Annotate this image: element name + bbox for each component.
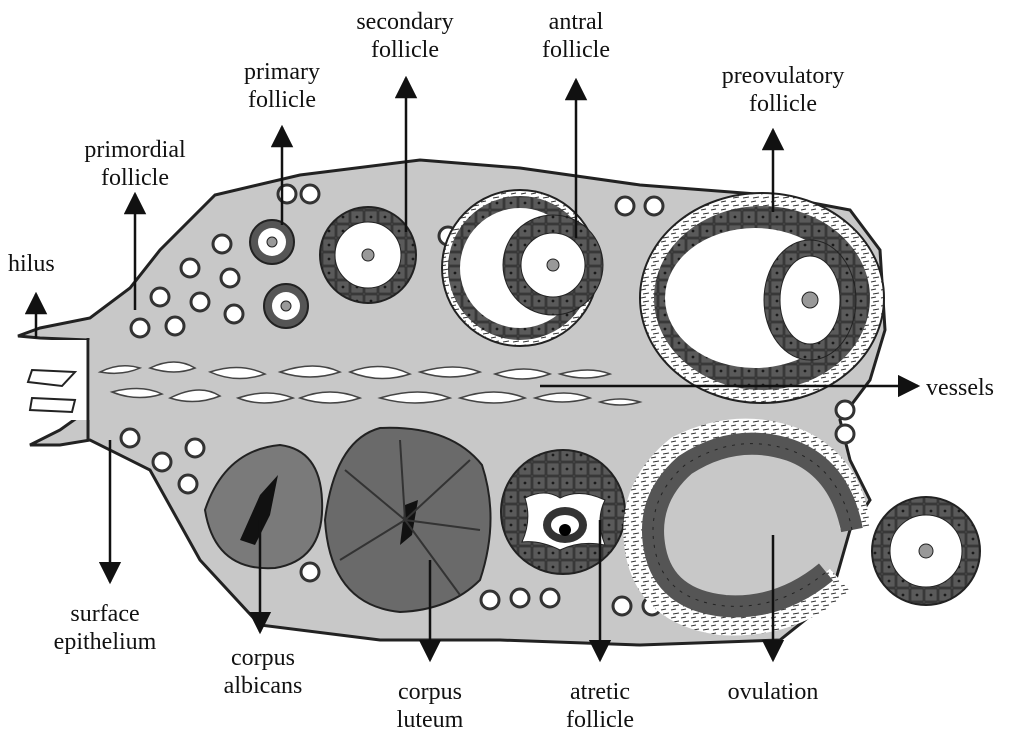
corpus-luteum: [325, 428, 491, 612]
label-antral-follicle: antral follicle: [516, 8, 636, 64]
released-oocyte: [872, 497, 980, 605]
label-preovulatory-follicle: preovulatory follicle: [698, 62, 868, 118]
label-secondary-follicle: secondary follicle: [330, 8, 480, 64]
label-atretic-follicle: atretic follicle: [545, 678, 655, 734]
label-surface-epithelium: surface epithelium: [30, 600, 180, 656]
label-corpus-albicans: corpus albicans: [198, 644, 328, 700]
preovulatory-follicle: [640, 193, 884, 403]
atretic-follicle: [501, 450, 625, 574]
label-ovulation: ovulation: [713, 678, 833, 706]
label-primary-follicle: primary follicle: [212, 58, 352, 114]
label-corpus-luteum: corpus luteum: [375, 678, 485, 734]
label-primordial-follicle: primordial follicle: [55, 136, 215, 192]
secondary-follicle: [320, 207, 416, 303]
label-hilus: hilus: [8, 250, 55, 278]
label-vessels: vessels: [926, 374, 994, 402]
